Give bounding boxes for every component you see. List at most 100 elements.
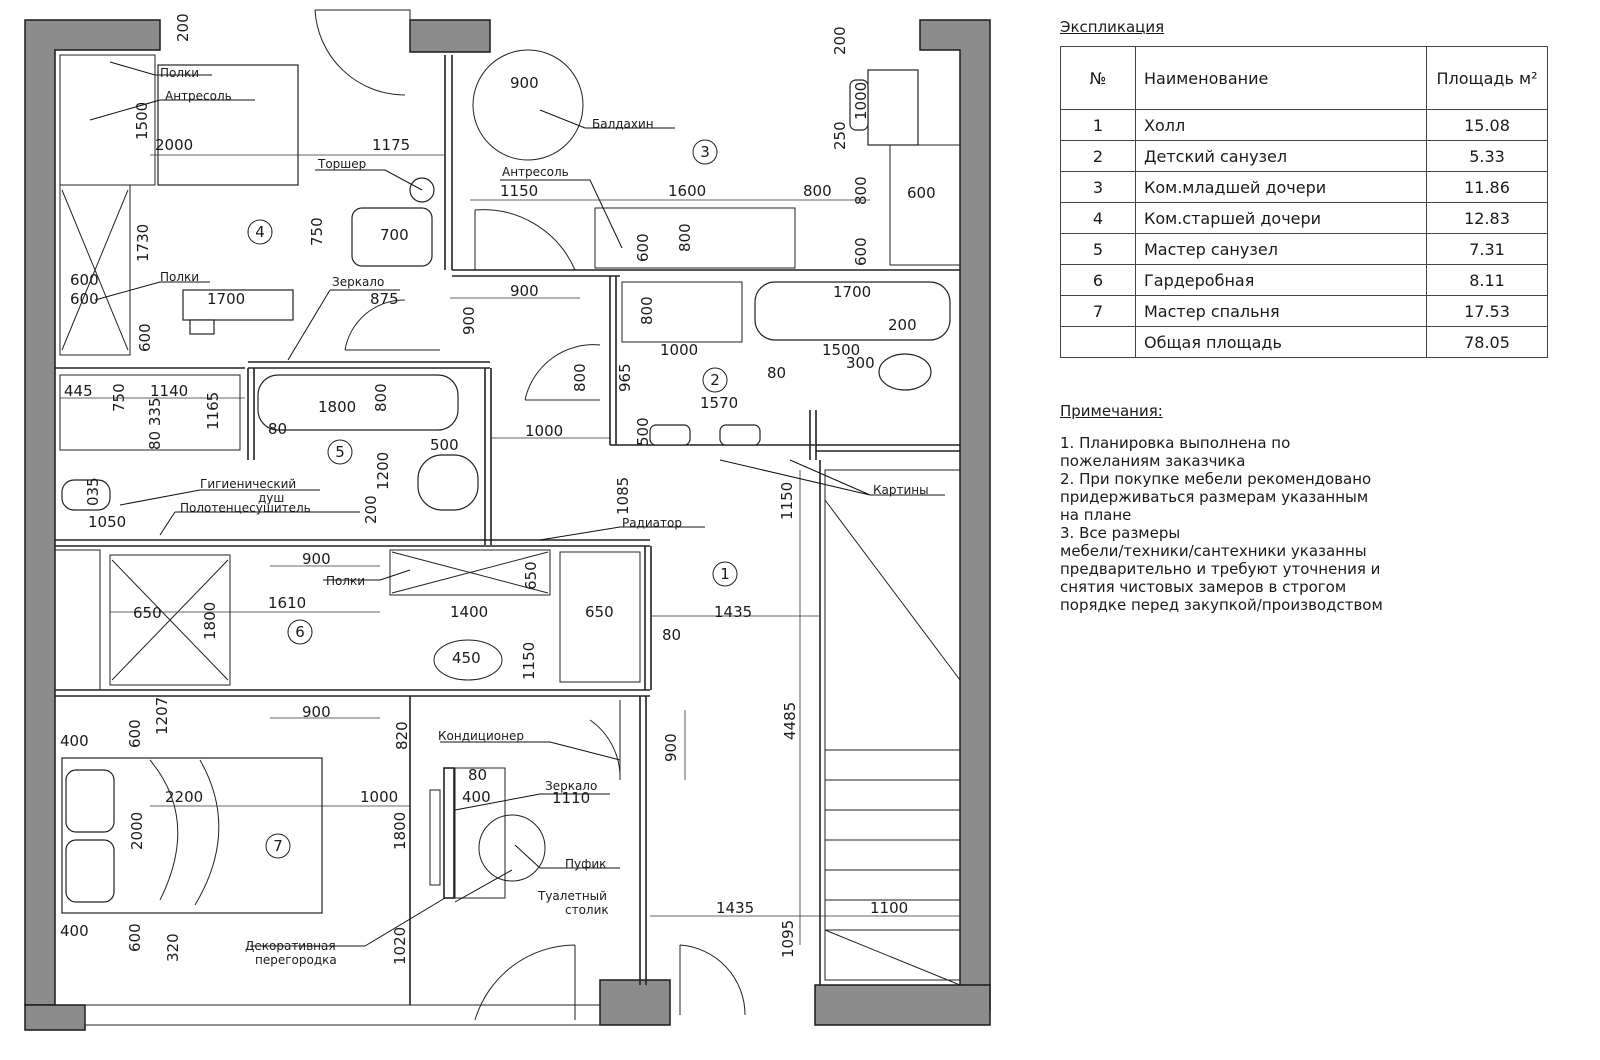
wardrobe-room-6-right [559, 551, 641, 683]
label-mirror-4: Зеркало [332, 275, 384, 289]
svg-text:200: 200 [831, 26, 849, 55]
row-area: 7.31 [1426, 233, 1548, 265]
room-number-2: 2 [710, 371, 720, 389]
notes-title: Примечания: [1060, 402, 1163, 420]
svg-text:1020: 1020 [391, 927, 409, 965]
svg-text:2000: 2000 [128, 812, 146, 850]
svg-text:1500: 1500 [822, 341, 860, 359]
bathtub-room-2 [754, 281, 951, 341]
label-dressing-table-1: Туалетный [537, 889, 607, 903]
table-row: 1 Холл 15.08 [1060, 109, 1548, 141]
label-mezzanine-4: Антресоль [165, 89, 232, 103]
note-3: 3. Все размеры мебели/техники/сантехники… [1060, 524, 1383, 614]
svg-text:1150: 1150 [520, 642, 538, 680]
svg-text:1600: 1600 [668, 182, 706, 200]
pouf-room-7-icon [478, 814, 546, 882]
armchair-room-4 [351, 207, 433, 267]
svg-text:820: 820 [393, 721, 411, 750]
svg-text:300: 300 [846, 354, 875, 372]
label-dressing-table-2: столик [565, 903, 609, 917]
svg-text:400: 400 [60, 922, 89, 940]
wall-right-top [919, 19, 991, 1011]
room-number-3: 3 [700, 143, 710, 161]
total-area: 78.05 [1426, 326, 1548, 358]
svg-text:1000: 1000 [525, 422, 563, 440]
svg-text:1150: 1150 [500, 182, 538, 200]
svg-text:1435: 1435 [716, 899, 754, 917]
table-row: 4 Ком.старшей дочери 12.83 [1060, 202, 1548, 234]
total-name: Общая площадь [1135, 326, 1427, 358]
svg-text:4485: 4485 [781, 702, 799, 740]
svg-text:200: 200 [888, 316, 917, 334]
toilet-room-5 [61, 479, 111, 511]
row-name: Ком.старшей дочери [1135, 202, 1427, 234]
furniture [54, 9, 961, 1021]
door-room-4 [344, 299, 440, 351]
label-pouf: Пуфик [565, 857, 606, 871]
svg-text:900: 900 [302, 703, 331, 721]
svg-text:500: 500 [430, 436, 459, 454]
label-shelves-4: Полки [160, 270, 199, 284]
room-number-1: 1 [720, 565, 730, 583]
svg-text:035: 035 [84, 477, 102, 506]
svg-text:650: 650 [585, 603, 614, 621]
label-floor-lamp: Торшер [317, 157, 366, 171]
row-area: 12.83 [1426, 202, 1548, 234]
shelves-room-6 [389, 549, 551, 596]
row-num: 6 [1060, 264, 1136, 296]
svg-text:1150: 1150 [778, 482, 796, 520]
svg-text:200: 200 [174, 13, 192, 42]
svg-text:1500: 1500 [133, 102, 151, 140]
table-row: 5 Мастер санузел 7.31 [1060, 233, 1548, 265]
decorative-partition [443, 767, 455, 899]
svg-text:1140: 1140 [150, 382, 188, 400]
table-row: 3 Ком.младшей дочери 11.86 [1060, 171, 1548, 203]
svg-text:1730: 1730 [134, 224, 152, 262]
row-name: Холл [1135, 109, 1427, 141]
mezzanine-room-3 [594, 207, 796, 269]
door-hall [474, 944, 576, 1021]
wall-top-mid [409, 19, 491, 53]
bed-room-4 [157, 64, 299, 186]
svg-text:1610: 1610 [268, 594, 306, 612]
shelves-room-4 [59, 184, 131, 356]
label-canopy: Балдахин [592, 117, 654, 131]
svg-text:250: 250 [831, 121, 849, 150]
row-name: Детский санузел [1135, 140, 1427, 172]
leader-lines [89, 61, 945, 947]
svg-text:800: 800 [852, 176, 870, 205]
svg-text:900: 900 [302, 550, 331, 568]
svg-text:1207: 1207 [153, 697, 171, 735]
svg-text:1085: 1085 [614, 477, 632, 515]
sink-room-5 [417, 454, 479, 511]
partitions [55, 55, 960, 1005]
dimension-texts: 200 2000 1500 1175 750 700 1730 600 600 … [60, 13, 936, 965]
svg-text:600: 600 [136, 323, 154, 352]
svg-text:800: 800 [638, 296, 656, 325]
note-2: 2. При покупке мебели рекомендовано прид… [1060, 470, 1372, 524]
label-mirror-7: Зеркало [545, 779, 597, 793]
svg-text:1175: 1175 [372, 136, 410, 154]
svg-text:2200: 2200 [165, 788, 203, 806]
svg-text:800: 800 [571, 363, 589, 392]
svg-text:1000: 1000 [660, 341, 698, 359]
room-number-6: 6 [295, 623, 305, 641]
note-1: 1. Планировка выполнена по пожеланиям за… [1060, 434, 1291, 470]
svg-text:600: 600 [852, 237, 870, 266]
total-row: Общая площадь 78.05 [1060, 326, 1548, 358]
label-decor-partition-1: Декоративная [245, 939, 336, 953]
svg-text:1050: 1050 [88, 513, 126, 531]
label-radiator: Радиатор [622, 516, 682, 530]
svg-text:200: 200 [362, 495, 380, 524]
row-area: 5.33 [1426, 140, 1548, 172]
svg-text:1095: 1095 [779, 920, 797, 958]
pouf-room-6 [433, 639, 503, 681]
svg-text:450: 450 [452, 649, 481, 667]
label-decor-partition-2: перегородка [255, 953, 337, 967]
svg-text:650: 650 [133, 604, 162, 622]
svg-text:650: 650 [522, 561, 540, 590]
svg-text:1800: 1800 [318, 398, 356, 416]
svg-text:750: 750 [110, 383, 128, 412]
label-paintings: Картины [873, 483, 929, 497]
callout-labels: Полки Антресоль Торшер Балдахин Антресол… [160, 66, 929, 967]
